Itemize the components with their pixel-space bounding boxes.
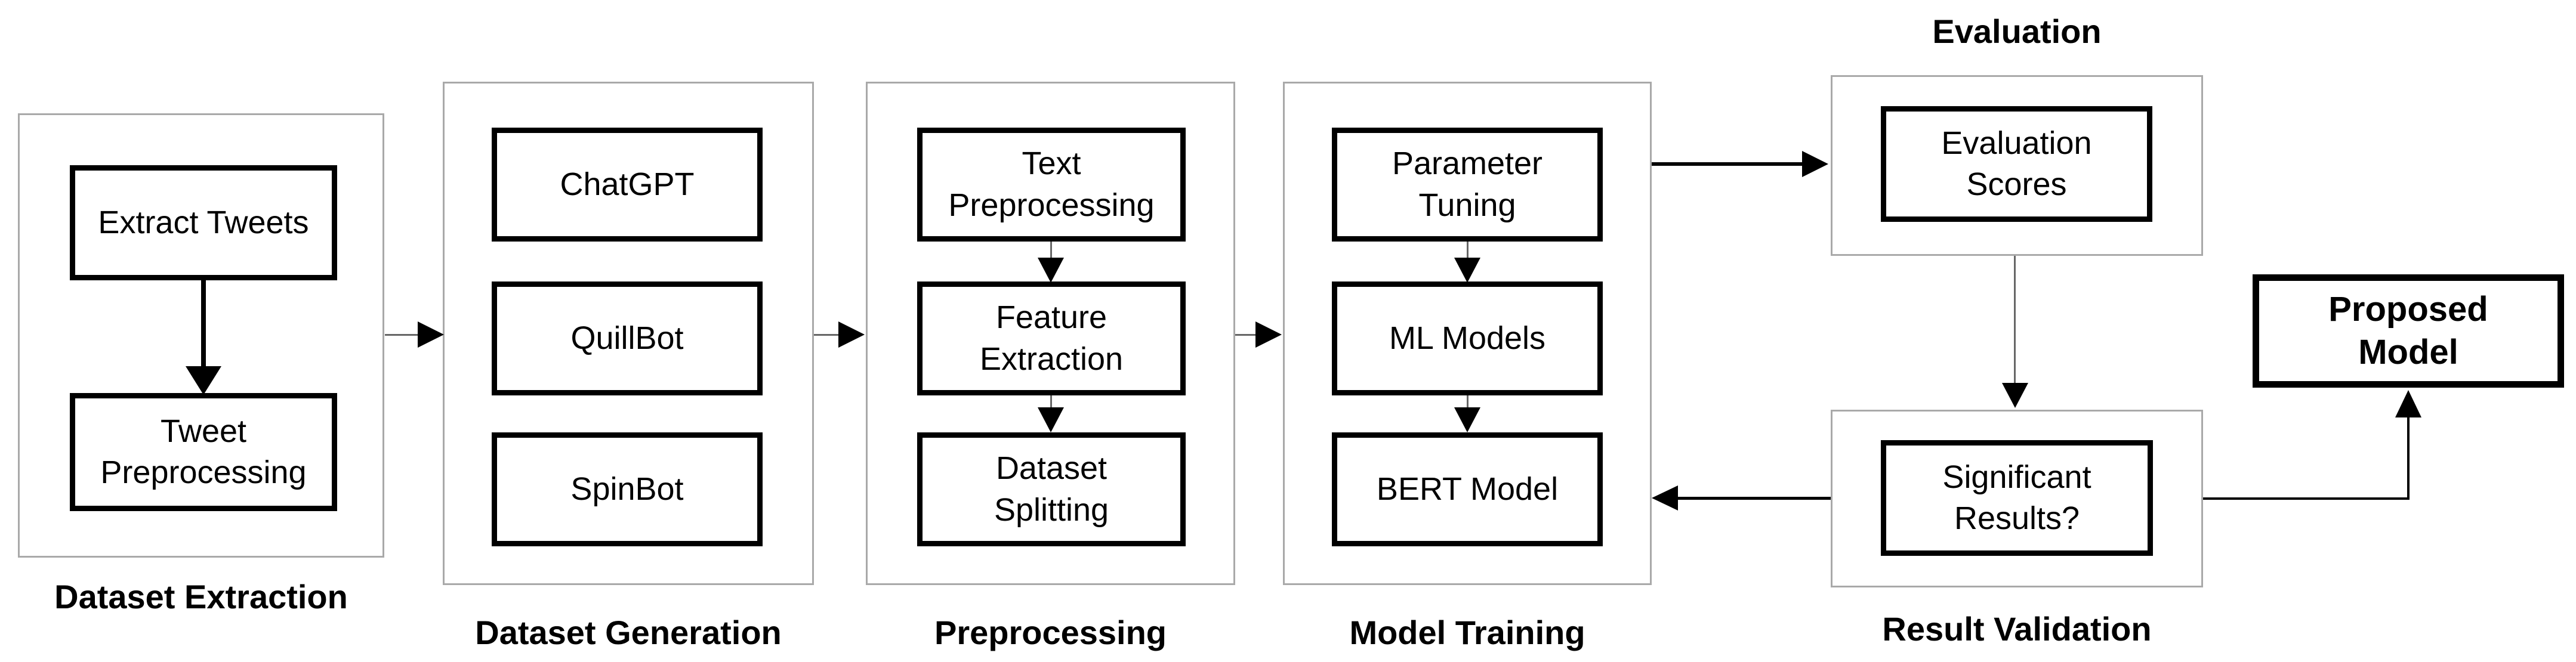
box-tweet-preprocessing: Tweet Preprocessing: [70, 393, 337, 511]
arrow-line: [1050, 242, 1052, 261]
box-text: Evaluation Scores: [1941, 125, 2092, 202]
arrow-line-vertical: [2407, 416, 2410, 500]
arrow-head-up-icon: [2395, 390, 2421, 417]
box-text: Text Preprocessing: [948, 146, 1155, 223]
arrow-line: [1235, 334, 1258, 336]
box-text: BERT Model: [1376, 471, 1559, 507]
arrow-head-right-icon: [838, 321, 865, 348]
box-quillbot: QuillBot: [492, 281, 763, 395]
arrow-head-down-icon: [1038, 407, 1064, 432]
arrow-line: [814, 334, 839, 336]
label-evaluation: Evaluation: [1932, 13, 2102, 50]
box-text: Dataset Splitting: [994, 450, 1109, 528]
box-text: Tweet Preprocessing: [100, 413, 307, 490]
box-proposed-model: Proposed Model: [2253, 274, 2564, 388]
box-text: QuillBot: [570, 320, 684, 356]
box-significant-results: Significant Results?: [1881, 440, 2153, 556]
arrow-line: [1467, 242, 1469, 261]
label-dataset-extraction: Dataset Extraction: [54, 578, 348, 615]
arrow-head-down-icon: [1454, 407, 1480, 432]
arrow-head-right-icon: [1255, 321, 1282, 348]
label-preprocessing: Preprocessing: [934, 614, 1167, 651]
box-text: ChatGPT: [560, 166, 695, 202]
label-model-training: Model Training: [1349, 614, 1585, 651]
box-chatgpt: ChatGPT: [492, 128, 763, 242]
arrow-head-right-icon: [1802, 151, 1828, 177]
box-text: ML Models: [1389, 320, 1546, 356]
box-dataset-splitting: Dataset Splitting: [917, 432, 1186, 546]
box-text: Extract Tweets: [98, 204, 309, 240]
box-feature-extraction: Feature Extraction: [917, 281, 1186, 395]
box-ml-models: ML Models: [1332, 281, 1603, 395]
arrow-head-down-icon: [1454, 258, 1480, 283]
label-result-validation: Result Validation: [1882, 610, 2152, 648]
arrow-head-down-icon: [2002, 383, 2028, 408]
box-text: Significant Results?: [1942, 459, 2091, 536]
arrow-line: [1652, 162, 1803, 166]
arrow-line: [385, 334, 419, 336]
box-text: SpinBot: [570, 471, 684, 507]
box-evaluation-scores: Evaluation Scores: [1881, 106, 2152, 222]
box-extract-tweets: Extract Tweets: [70, 165, 337, 280]
arrow-line-horizontal: [2203, 497, 2410, 500]
arrow-head-left-icon: [1652, 485, 1678, 511]
box-text: Proposed Model: [2328, 289, 2488, 372]
arrow-line: [1677, 497, 1831, 500]
box-bert-model: BERT Model: [1332, 432, 1603, 546]
arrow-head-down-icon: [1038, 258, 1064, 283]
label-dataset-generation: Dataset Generation: [475, 614, 782, 651]
arrow-line: [1467, 395, 1469, 410]
arrow-head-right-icon: [418, 321, 444, 348]
box-spinbot: SpinBot: [492, 432, 763, 546]
box-text-preprocessing: Text Preprocessing: [917, 128, 1186, 242]
arrow-line: [1050, 395, 1052, 410]
box-text: Feature Extraction: [979, 299, 1124, 377]
box-text: Parameter Tuning: [1392, 146, 1543, 223]
arrow-line: [201, 280, 206, 371]
arrow-line: [2014, 256, 2016, 385]
arrow-head-down-icon: [186, 366, 221, 395]
box-parameter-tuning: Parameter Tuning: [1332, 128, 1603, 242]
